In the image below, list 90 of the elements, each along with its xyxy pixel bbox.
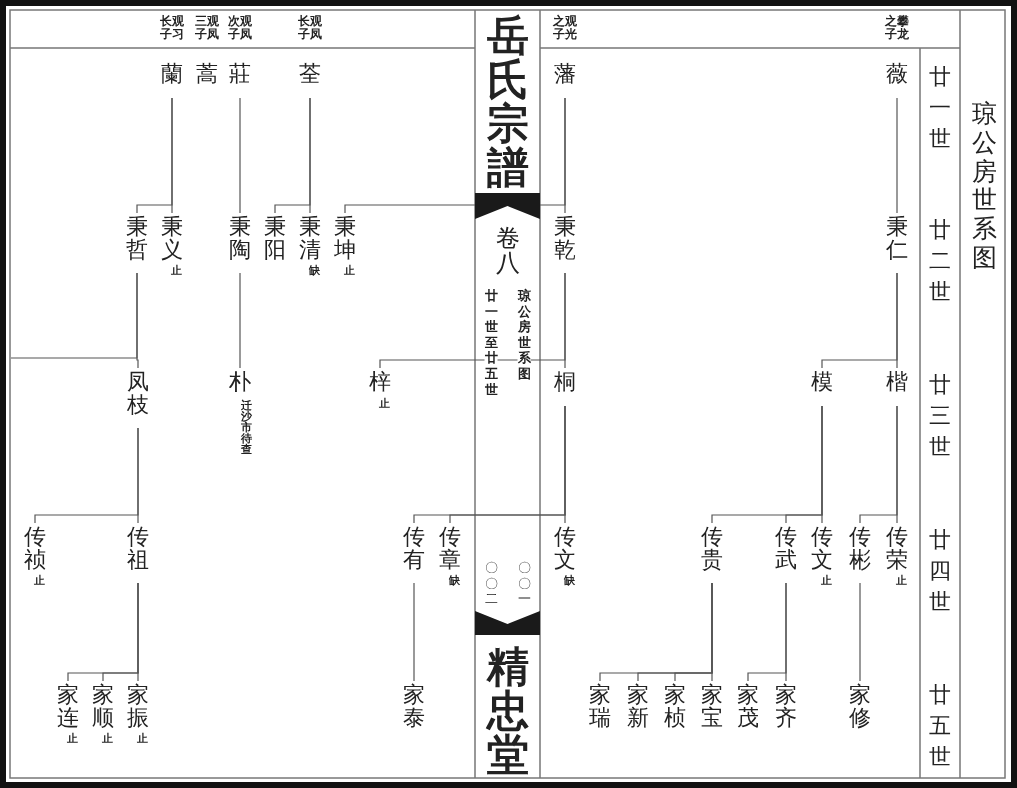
lineage-line (859, 405, 898, 524)
chart-title: 琼公房世系图 (971, 100, 997, 273)
lineage-line (413, 582, 415, 682)
generation-label: 廿二世 (929, 216, 951, 306)
generation-label: 廿五世 (929, 681, 951, 771)
person-name: 家桢 (664, 683, 686, 730)
status-mark: 缺 (448, 575, 460, 587)
page-number: 〇〇二 (484, 560, 498, 607)
hall-name: 精忠堂 (487, 645, 529, 778)
person-name: 传有 (403, 525, 425, 572)
status-mark: 止 (820, 575, 832, 587)
spine-caption: 廿一世至廿五世 (484, 288, 498, 398)
lineage-note: 观凤次子 (227, 15, 253, 41)
person-name: 薇 (886, 62, 908, 86)
person-name: 传荣 (886, 525, 908, 572)
person-name: 家顺 (92, 683, 114, 730)
person-name: 传章 (439, 525, 461, 572)
volume-label: 卷八 (496, 226, 520, 277)
person-name: 模 (811, 370, 833, 394)
person-name: 秉仁 (886, 215, 908, 262)
lineage-line (67, 582, 139, 682)
lineage-note: 观光之子 (552, 15, 578, 41)
lineage-line (413, 405, 566, 524)
person-name: 传祯 (24, 525, 46, 572)
lineage-line (136, 97, 173, 214)
book-title: 岳氏宗譜 (487, 14, 529, 191)
lineage-line (747, 582, 787, 682)
spine-caption: 琼公房世系图 (517, 288, 531, 382)
lineage-note: 观凤三子 (194, 15, 220, 41)
status-note: 迁沙市待查 (240, 400, 252, 456)
lineage-line (34, 427, 139, 524)
person-name: 荃 (299, 62, 321, 86)
person-name: 凤枝 (127, 370, 149, 417)
person-name: 家修 (849, 683, 871, 730)
status-mark: 止 (170, 265, 182, 277)
person-name: 家齐 (775, 683, 797, 730)
person-name: 梓 (369, 370, 391, 394)
person-name: 蘭 (161, 62, 183, 86)
generation-label: 廿三世 (929, 371, 951, 461)
status-mark: 止 (33, 575, 45, 587)
person-name: 传武 (775, 525, 797, 572)
person-name: 传文 (554, 525, 576, 572)
lineage-line (859, 582, 861, 682)
lineage-line (599, 582, 713, 682)
person-name: 藩 (554, 62, 576, 86)
status-mark: 止 (378, 398, 390, 410)
person-name: 桐 (554, 370, 576, 394)
lineage-line (896, 97, 898, 214)
generation-label: 廿四世 (929, 526, 951, 616)
lineage-note: 攀龙之子 (884, 15, 910, 41)
person-name: 蒿 (196, 62, 218, 86)
person-name: 莊 (229, 62, 251, 86)
lineage-line (379, 272, 566, 369)
person-name: 传贵 (701, 525, 723, 572)
status-mark: 缺 (563, 575, 575, 587)
person-name: 传彬 (849, 525, 871, 572)
person-name: 秉乾 (554, 215, 576, 262)
lineage-line (821, 272, 898, 369)
person-name: 家连 (57, 683, 79, 730)
status-mark: 止 (136, 733, 148, 745)
person-name: 家泰 (403, 683, 425, 730)
person-name: 秉清 (299, 215, 321, 262)
person-name: 家宝 (701, 683, 723, 730)
lineage-line (10, 272, 138, 359)
status-mark: 缺 (308, 265, 320, 277)
person-name: 秉阳 (264, 215, 286, 262)
person-name: 秉陶 (229, 215, 251, 262)
person-name: 朴 (229, 370, 251, 394)
person-name: 楷 (886, 370, 908, 394)
page-number: 〇〇一 (517, 560, 531, 607)
person-name: 家茂 (737, 683, 759, 730)
lineage-note: 观习长子 (159, 15, 185, 41)
lineage-line (711, 405, 823, 524)
status-mark: 止 (66, 733, 78, 745)
lineage-line (239, 97, 241, 214)
person-name: 秉坤 (334, 215, 356, 262)
generation-label: 廿一世 (929, 63, 951, 153)
lineage-line (274, 97, 311, 214)
lineage-note: 观凤长子 (297, 15, 323, 41)
status-mark: 止 (895, 575, 907, 587)
person-name: 家瑞 (589, 683, 611, 730)
person-name: 秉义 (161, 215, 183, 262)
status-mark: 止 (101, 733, 113, 745)
person-name: 家新 (627, 683, 649, 730)
person-name: 传祖 (127, 525, 149, 572)
person-name: 家振 (127, 683, 149, 730)
lineage-line (239, 272, 241, 369)
status-mark: 止 (343, 265, 355, 277)
person-name: 传文 (811, 525, 833, 572)
person-name: 秉哲 (126, 215, 148, 262)
